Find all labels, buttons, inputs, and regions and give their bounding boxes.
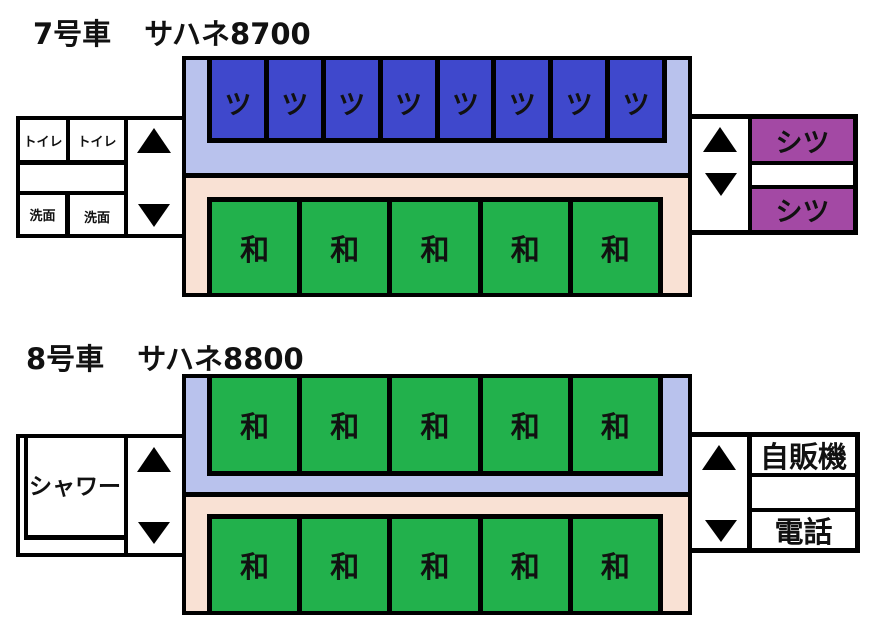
seat: ツ: [320, 60, 378, 138]
wall-divider: [24, 535, 128, 540]
car-number: 7号車: [33, 17, 112, 51]
seat: ツ: [377, 60, 435, 138]
wall-divider: [20, 160, 124, 165]
upper-seat-row: 和 和 和 和 和: [207, 378, 663, 476]
car-model: サハネ8800: [137, 342, 304, 376]
toilet-room: トイレ: [77, 134, 117, 150]
wall-divider: [124, 438, 128, 553]
seat: ツ: [263, 60, 321, 138]
seat: 和: [212, 202, 298, 293]
wall-divider: [752, 473, 855, 477]
wall-divider: [752, 161, 853, 165]
stairs-area: [692, 437, 747, 548]
down-triangle-icon: [138, 522, 170, 544]
seat: 和: [477, 519, 568, 611]
wall-divider: [20, 191, 124, 195]
vending-machine-area: 自販機: [759, 440, 847, 474]
upper-seat-row: ツ ツ ツ ツ ツ ツ ツ ツ: [207, 60, 667, 143]
car8-body: 和 和 和 和 和 和 和 和 和 和: [182, 374, 692, 615]
wall-divider: [747, 437, 752, 548]
car-model: サハネ8700: [144, 17, 311, 51]
stairs-area: [692, 119, 748, 230]
washroom: 洗面: [83, 210, 110, 226]
toilet-room: トイレ: [23, 134, 63, 150]
up-triangle-icon: [702, 445, 736, 470]
stairs-area: [128, 438, 182, 553]
telephone-area: 電話: [774, 515, 833, 549]
wall-divider: [66, 120, 70, 160]
seat: 和: [567, 202, 659, 293]
seat: 和: [212, 378, 298, 471]
car7-title: 7号車サハネ8700: [33, 18, 311, 50]
seat: 和: [567, 378, 659, 471]
up-triangle-icon: [137, 447, 171, 472]
down-triangle-icon: [705, 520, 737, 542]
car8-right-end: 自販機 電話: [687, 432, 860, 553]
seat: ツ: [548, 60, 606, 138]
seat: 和: [297, 378, 388, 471]
seat: 和: [387, 378, 478, 471]
lower-seat-row: 和 和 和 和 和: [207, 514, 663, 611]
up-triangle-icon: [137, 128, 171, 153]
seat: 和: [567, 519, 659, 611]
down-triangle-icon: [705, 173, 737, 196]
stairs-area: [128, 120, 182, 234]
seat: ツ: [212, 60, 264, 138]
wall-divider: [124, 120, 128, 234]
car7-body: ツ ツ ツ ツ ツ ツ ツ ツ 和 和 和 和 和: [182, 56, 692, 297]
shitsu-room: シツ: [752, 189, 853, 230]
seat: 和: [387, 519, 478, 611]
wall-divider: [748, 119, 752, 230]
washroom: 洗面: [29, 209, 56, 224]
shitsu-room: シツ: [752, 119, 853, 161]
car8-title: 8号車サハネ8800: [26, 343, 304, 375]
seat: 和: [477, 202, 568, 293]
down-triangle-icon: [138, 204, 170, 227]
seat: ツ: [434, 60, 492, 138]
seat: 和: [387, 202, 478, 293]
seat: 和: [212, 519, 298, 611]
wall-divider: [24, 438, 28, 540]
wall-divider: [752, 185, 853, 189]
car8-left-end: シャワー: [16, 434, 186, 557]
seat: ツ: [491, 60, 549, 138]
wall-divider: [752, 508, 855, 512]
shower-room: シャワー: [29, 474, 121, 500]
car7-right-end: シツ シツ: [687, 114, 858, 235]
wall-divider: [65, 195, 70, 234]
up-triangle-icon: [703, 127, 737, 152]
car7-left-end: トイレ トイレ 洗面 洗面: [16, 116, 186, 238]
seat: 和: [477, 378, 568, 471]
lower-seat-row: 和 和 和 和 和: [207, 197, 663, 293]
seat: 和: [297, 519, 388, 611]
seat: 和: [297, 202, 388, 293]
seat: ツ: [605, 60, 662, 138]
car-number: 8号車: [26, 342, 105, 376]
